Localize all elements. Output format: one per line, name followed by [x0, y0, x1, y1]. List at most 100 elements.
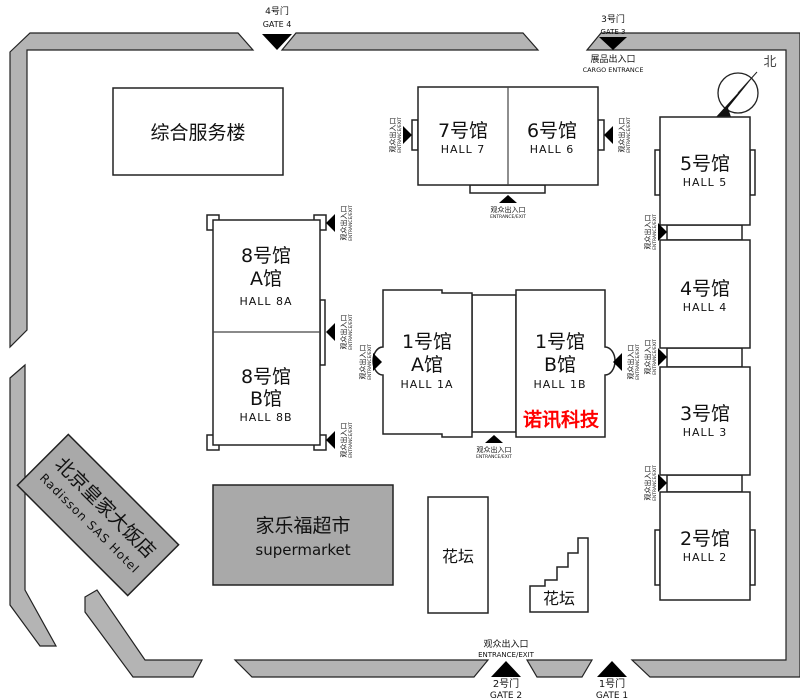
gate-4[interactable]: 4号门 GATE 4	[262, 5, 292, 50]
north-label: 北	[763, 55, 776, 70]
gate-4-en: GATE 4	[263, 20, 292, 29]
entrance-label: 观众出入口	[339, 423, 348, 458]
hall-5[interactable]	[659, 116, 751, 226]
hall-8a-sub: A馆	[250, 268, 282, 290]
gate-2-label: 2号门	[493, 677, 519, 690]
gate-1-label: 1号门	[599, 677, 625, 690]
hall-1a[interactable]	[372, 289, 473, 438]
perimeter-wall	[9, 32, 800, 678]
entrance-en: ENTRANCE/EXIT	[652, 339, 658, 375]
halls-east[interactable]: 5号馆 HALL 5 4号馆 HALL 4 3号馆 HALL 3 2号馆 HAL…	[654, 116, 756, 601]
entrance-arrow-icon	[499, 195, 517, 203]
gate-1[interactable]: 1号门 GATE 1	[596, 661, 628, 700]
hall-3[interactable]	[659, 366, 751, 476]
company-highlight-label: 诺讯科技	[523, 408, 600, 431]
entrance-label: 观众出入口	[339, 315, 348, 350]
gate-2-arrow-icon	[491, 661, 521, 677]
entrance-label: 观众出入口	[643, 215, 652, 250]
hall-1a-en: HALL 1A	[400, 378, 453, 391]
hall-7-en: HALL 7	[441, 143, 486, 156]
cargo-entrance-en: CARGO ENTRANCE	[583, 66, 644, 74]
entrance-en: ENTRANCE/EXIT	[476, 454, 512, 460]
entrance-en: ENTRANCE/EXIT	[348, 205, 354, 241]
hall-6-label: 6号馆	[527, 120, 577, 142]
entrance-en: ENTRANCE/EXIT	[626, 117, 632, 153]
entrance-arrow-icon	[658, 474, 667, 492]
entrance-arrow-icon	[658, 348, 667, 366]
entrance-label: 观众出入口	[388, 118, 397, 153]
hall-2-en: HALL 2	[683, 551, 728, 564]
hall-7-label: 7号馆	[438, 120, 488, 142]
hall-3-label: 3号馆	[680, 403, 730, 425]
flowerbed-2: 花坛	[529, 537, 589, 613]
hall-3-en: HALL 3	[683, 426, 728, 439]
entrance-markers: 观众出入口ENTRANCE/EXIT观众出入口ENTRANCE/EXIT观众出入…	[326, 117, 667, 501]
hall-4-en: HALL 4	[683, 301, 728, 314]
flowerbed-1-label: 花坛	[442, 547, 474, 566]
hall-5-en: HALL 5	[683, 176, 728, 189]
entrance-label: 观众出入口	[626, 345, 635, 380]
hotel[interactable]: 北京皇家大饭店 Radisson SAS Hotel	[16, 433, 180, 597]
hall-2[interactable]	[659, 491, 751, 601]
entrance-en: ENTRANCE/EXIT	[397, 117, 403, 153]
service-building[interactable]: 综合服务楼	[112, 87, 284, 176]
entrance-arrow-icon	[373, 353, 382, 371]
entrance-label: 观众出入口	[477, 445, 512, 454]
flowerbed-1: 花坛	[427, 496, 489, 614]
supermarket[interactable]: 家乐福超市 supermarket	[212, 484, 394, 586]
entrance-en: ENTRANCE/EXIT	[635, 344, 641, 380]
entrance-label: 观众出入口	[643, 466, 652, 501]
supermarket-en: supermarket	[255, 541, 350, 559]
gate-3-arrow-icon	[599, 37, 627, 50]
entrance-arrow-icon	[326, 214, 335, 232]
entrance-en: ENTRANCE/EXIT	[367, 344, 373, 380]
entrance-label: 观众出入口	[339, 206, 348, 241]
hall-2-label: 2号馆	[680, 528, 730, 550]
hall-1b-label: 1号馆	[535, 331, 585, 353]
gate-3[interactable]: 3号门 GATE 3 展品出入口 CARGO ENTRANCE	[583, 13, 644, 74]
entrance-en: ENTRANCE/EXIT	[652, 214, 658, 250]
hall-8b-label: 8号馆	[241, 366, 291, 388]
compass-icon: 北	[716, 55, 777, 117]
gate-1-en: GATE 1	[596, 691, 628, 700]
gate-4-label: 4号门	[265, 5, 289, 17]
hall-8[interactable]: 8号馆 A馆 HALL 8A 8号馆 B馆 HALL 8B	[206, 214, 327, 451]
hall-4[interactable]	[659, 239, 751, 349]
hall-8b-sub: B馆	[250, 388, 282, 410]
entrance-arrow-icon	[326, 323, 335, 341]
entrance-label: 观众出入口	[617, 118, 626, 153]
entrance-en: ENTRANCE/EXIT	[490, 214, 526, 220]
entrance-arrow-icon	[403, 126, 412, 144]
hall-7-6[interactable]: 7号馆 HALL 7 6号馆 HALL 6	[411, 86, 605, 194]
hall-1b-sub: B馆	[544, 354, 576, 376]
gate-3-en: GATE 3	[600, 28, 625, 36]
gate-2[interactable]: 2号门 GATE 2	[490, 661, 522, 700]
entrance-arrow-icon	[326, 431, 335, 449]
hall-5-label: 5号馆	[680, 153, 730, 175]
hall-8a-label: 8号馆	[241, 245, 291, 267]
hall-8a-en: HALL 8A	[239, 295, 292, 308]
hall-8b-en: HALL 8B	[239, 411, 292, 424]
service-building-label: 综合服务楼	[150, 122, 245, 144]
hall-1[interactable]: 1号馆 A馆 HALL 1A 1号馆 B馆 HALL 1B 诺讯科技	[372, 289, 616, 438]
entrance-arrow-icon	[613, 353, 622, 371]
hall-4-label: 4号馆	[680, 278, 730, 300]
main-entrance-en: ENTRANCE/EXIT	[478, 651, 534, 659]
flowerbed-2-label: 花坛	[543, 589, 575, 608]
entrance-arrow-icon	[604, 126, 613, 144]
hall-6-en: HALL 6	[530, 143, 575, 156]
entrance-label: 观众出入口	[358, 345, 367, 380]
hall-1a-sub: A馆	[411, 354, 443, 376]
